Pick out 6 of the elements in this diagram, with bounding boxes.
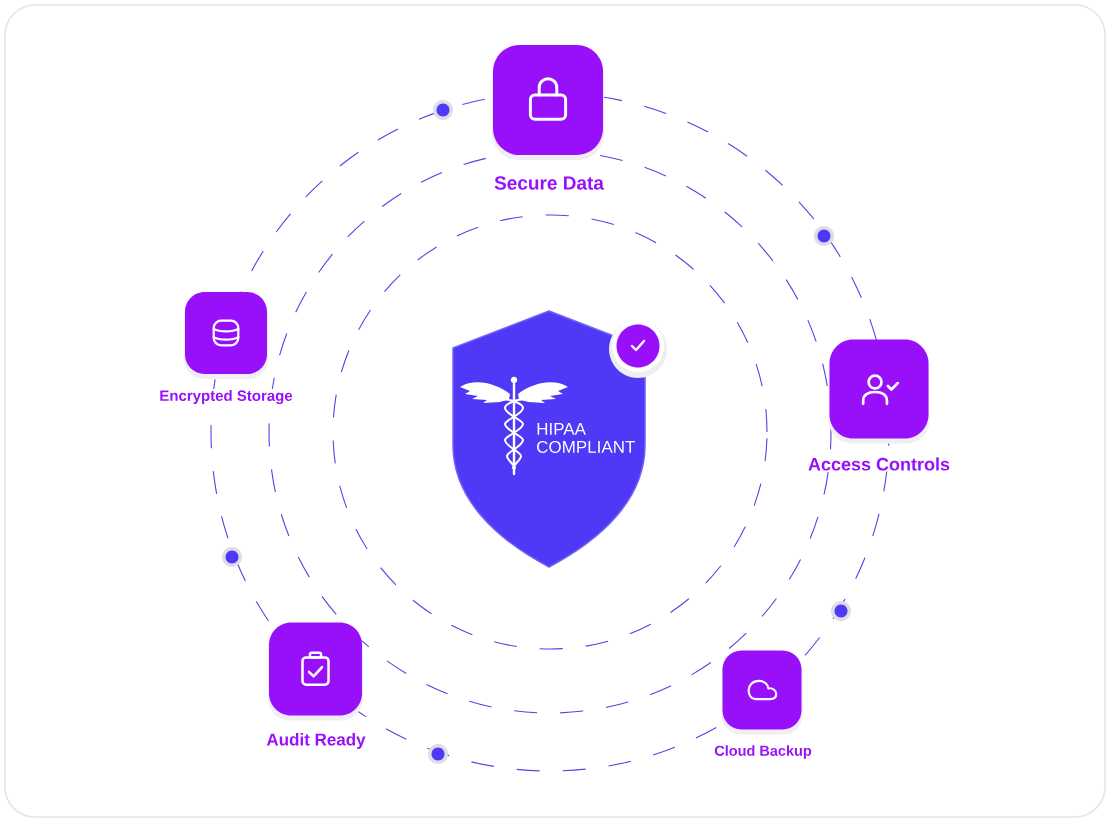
- tile-label: Cloud Backup: [713, 744, 813, 760]
- tile-label: Secure Data: [493, 175, 605, 191]
- tile-label: Audit Ready: [265, 732, 367, 750]
- shield: HIPAA COMPLIANT: [452, 310, 646, 568]
- tile-label: Access Controls: [807, 456, 952, 472]
- tile-label: Encrypted Storage: [158, 389, 294, 406]
